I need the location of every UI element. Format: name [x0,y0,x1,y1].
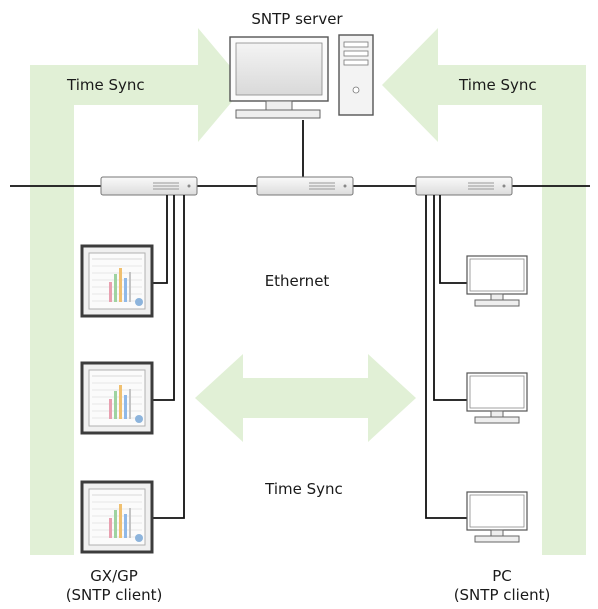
recorder-cabling [150,195,185,519]
pc-cabling [425,195,467,519]
gx-gp-recorder-icon [80,361,154,435]
gxgp-client-name: GX/GP [90,567,138,585]
server-computer-icon [229,34,374,119]
time-sync-double-arrow [195,354,416,442]
pc-client-role: (SNTP client) [453,586,551,604]
pc-monitor-icon [466,491,528,543]
time-sync-arrow-right [382,28,586,555]
time-sync-arrow-left [30,28,246,555]
hub-left [100,176,198,196]
hub-center [256,176,354,196]
gxgp-client-role: (SNTP client) [65,586,163,604]
time-sync-label-left: Time Sync [67,76,145,94]
pc-monitor-icon [466,372,528,424]
ethernet-label: Ethernet [264,272,330,290]
time-sync-label-center: Time Sync [265,480,343,498]
pc-client-name: PC [492,567,512,585]
gx-gp-recorder-icon [80,480,154,554]
server-label: SNTP server [251,10,343,28]
hub-right [415,176,513,196]
gx-gp-recorder-icon [80,244,154,318]
pc-monitor-icon [466,255,528,307]
time-sync-label-right: Time Sync [459,76,537,94]
